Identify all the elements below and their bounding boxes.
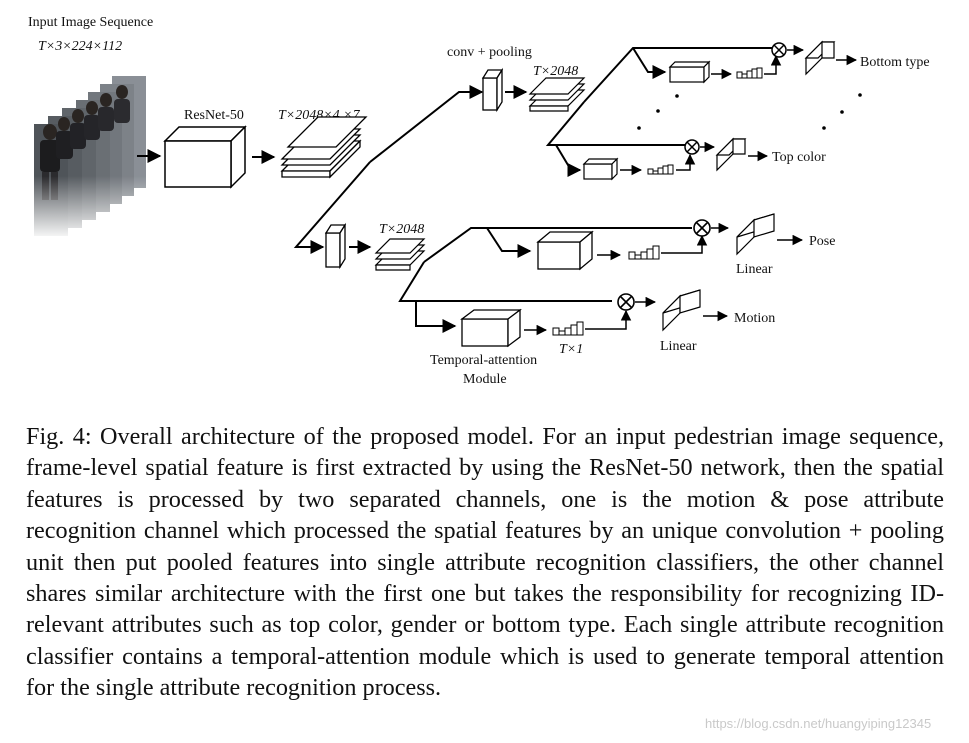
conv-block-upper (481, 67, 504, 113)
pose-label: Pose (809, 234, 835, 249)
bottom-type-label: Bottom type (860, 55, 930, 70)
linear-layer-bottom-type (804, 40, 836, 76)
pooled-feature-stack-lower (374, 238, 426, 271)
multiply-op-motion (617, 293, 635, 311)
temporal-attention-label-line2: Module (463, 372, 507, 387)
ellipsis-dots (637, 93, 862, 130)
multiply-op-top-color (684, 139, 700, 155)
linear-label-pose: Linear (736, 262, 773, 277)
watermark: https://blog.csdn.net/huangyiping12345 (705, 716, 932, 731)
attention-weight-dim: T×1 (559, 342, 583, 357)
conv-block-lower (324, 222, 347, 270)
attention-histogram-top-color (647, 164, 674, 175)
linear-layer-top-color (715, 137, 747, 172)
pooled-feature-stack-upper (528, 77, 586, 112)
multiply-op-pose (693, 219, 711, 237)
linear-layer-motion (662, 289, 701, 332)
resnet-label: ResNet-50 (184, 108, 244, 123)
temporal-attention-box-top-color (582, 157, 619, 181)
top-color-label: Top color (772, 150, 826, 165)
linear-label-motion: Linear (660, 339, 697, 354)
architecture-diagram: Input Image Sequence T×3×224×112 (28, 15, 930, 387)
input-title: Input Image Sequence (28, 15, 153, 30)
attention-histogram-pose (628, 245, 660, 260)
temporal-attention-module-box (460, 308, 522, 348)
temporal-attention-box-pose (536, 230, 594, 271)
figure-caption: Fig. 4: Overall architecture of the prop… (26, 423, 944, 702)
attention-histogram-bottom-type (736, 67, 763, 79)
temporal-attention-box-bottom-type (668, 60, 711, 84)
input-image-stack (30, 76, 152, 240)
resnet-block (163, 125, 247, 189)
attention-histogram-motion (552, 321, 584, 336)
linear-layer-pose (736, 213, 775, 256)
upper-feature-dim: T×2048 (533, 64, 578, 79)
multiply-op-bottom-type (771, 42, 787, 58)
feature-map-stack (280, 116, 368, 179)
motion-label: Motion (734, 311, 775, 326)
conv-pooling-label: conv + pooling (447, 45, 532, 60)
lower-feature-dim: T×2048 (379, 222, 424, 237)
temporal-attention-label-line1: Temporal-attention (430, 353, 537, 368)
input-dim: T×3×224×112 (38, 39, 122, 54)
